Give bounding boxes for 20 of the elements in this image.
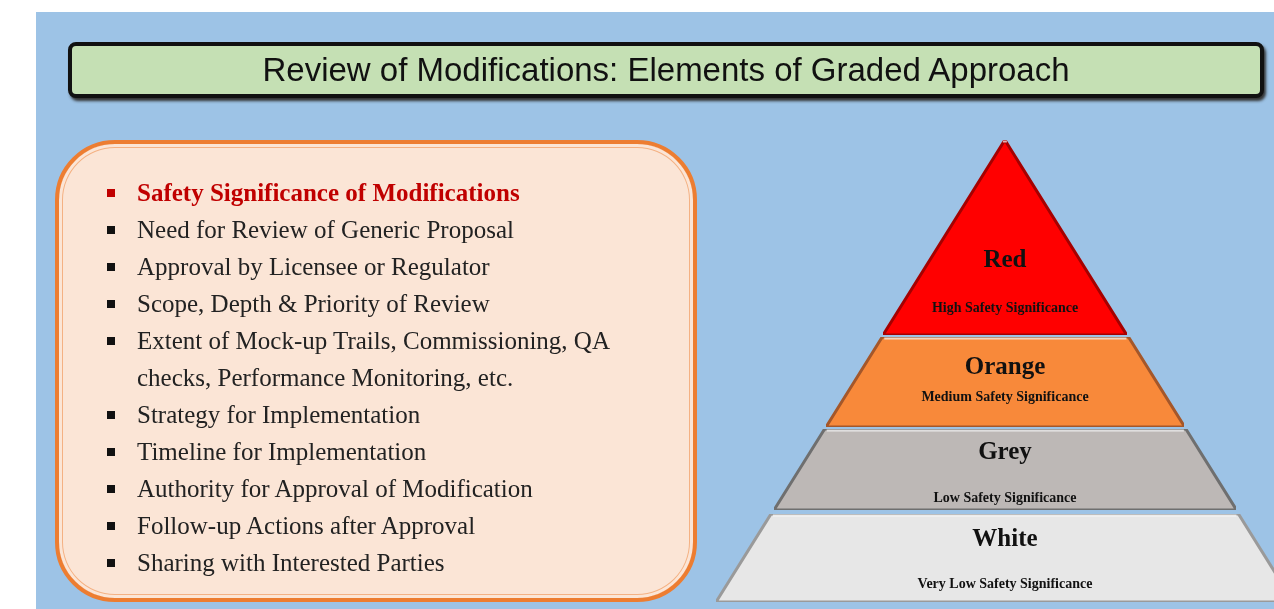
list-item-text: Safety Significance of Modifications — [137, 178, 520, 208]
tier-label: Grey — [978, 437, 1032, 465]
list-item-text: Extent of Mock-up Trails, Commissioning, QA checks, Performance Monitoring, etc. — [137, 326, 611, 393]
list-item-text: Approval by Licensee or Regulator — [137, 252, 490, 282]
list-item-text: Sharing with Interested Parties — [137, 548, 445, 578]
list-item-text: Scope, Depth & Priority of Review — [137, 289, 490, 319]
list-item-text: Strategy for Implementation — [137, 400, 421, 430]
tier-description: Low Safety Significance — [933, 490, 1077, 506]
list-item-text: Follow-up Actions after Approval — [137, 511, 476, 541]
tier-label: Red — [983, 245, 1027, 273]
tier-description: Medium Safety Significance — [921, 389, 1089, 405]
tier-description: Very Low Safety Significance — [917, 576, 1093, 592]
list-item-text: Timeline for Implementation — [137, 437, 427, 467]
list-item-text: Need for Review of Generic Proposal — [137, 215, 514, 245]
list-item-text: Authority for Approval of Modification — [137, 474, 533, 504]
title-banner: Review of Modifications: Elements of Graded Approach — [68, 42, 1264, 98]
tier-label: Orange — [964, 352, 1046, 380]
rounded-panel — [55, 140, 697, 602]
tier-label: White — [972, 524, 1038, 552]
tier-description: High Safety Significance — [931, 300, 1079, 316]
